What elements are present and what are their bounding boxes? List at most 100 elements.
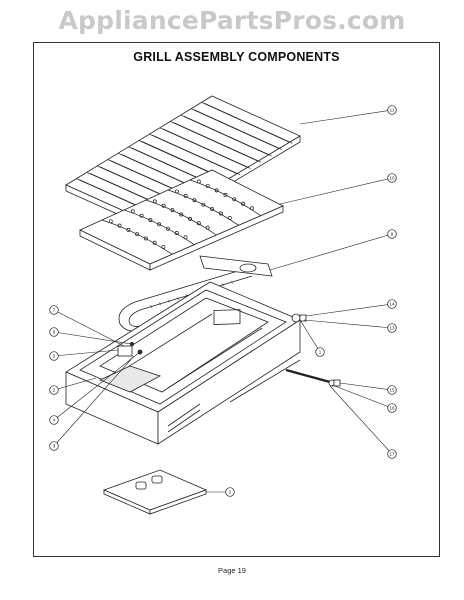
burner-port (149, 304, 153, 309)
callout-number: 10 (389, 176, 395, 181)
callout-circle (387, 105, 397, 115)
callout-left-2: 2 (49, 385, 59, 395)
callout-number: 1 (319, 350, 322, 355)
tray-hole (214, 188, 219, 193)
tray-hole (179, 212, 184, 217)
grate-bar (193, 109, 283, 150)
callout-right-center: 1 (315, 347, 325, 357)
callout-valve-15: 15 (387, 385, 397, 395)
tray-hole (157, 222, 162, 227)
callout-circle (387, 385, 397, 395)
callout-circle (49, 351, 59, 361)
callout-number: 14 (389, 302, 395, 307)
tray-hole (161, 245, 166, 249)
callout-number: 4 (53, 418, 56, 423)
grate-bar (204, 103, 293, 144)
tray-hole (196, 221, 201, 226)
callout-right-fitting-upper: 14 (387, 299, 397, 309)
leader-line-valve-16 (331, 384, 393, 409)
callout-circle (49, 385, 59, 395)
callout-circle (49, 305, 59, 315)
callout-circle (387, 403, 397, 413)
grate-bar (152, 134, 241, 176)
watermark: AppliancePartsPros.com (58, 6, 406, 35)
callout-circle (49, 327, 59, 337)
right-fitting (291, 313, 307, 323)
drip-pan (102, 469, 208, 515)
callout-right-fitting-mid: 13 (387, 323, 397, 333)
callout-number: 13 (389, 326, 395, 331)
callout-circle (387, 229, 397, 239)
tray-hole (143, 236, 148, 241)
callout-number: 9 (391, 232, 394, 237)
callout-circle (49, 415, 59, 425)
tray-hole (196, 179, 201, 184)
leader-line-burner (269, 233, 393, 271)
callout-number: 6 (53, 330, 56, 335)
tray-rib (167, 189, 239, 226)
callout-left-7: 7 (49, 305, 59, 315)
leader-line-left-6 (53, 331, 133, 345)
tray-hole (241, 201, 246, 206)
callout-circle (387, 299, 397, 309)
tray-hole (152, 240, 157, 245)
callout-burner: 9 (387, 229, 397, 239)
tray-hole (130, 209, 135, 214)
leader-line-left-4 (53, 351, 141, 421)
tray-hole (161, 203, 166, 208)
tray-hole (219, 211, 223, 216)
burner-port (158, 302, 162, 306)
callout-number: 15 (389, 388, 395, 393)
tray-hole (170, 208, 175, 213)
callout-circle (225, 487, 235, 497)
leader-line-right-center (299, 319, 321, 353)
callout-number: 7 (53, 308, 56, 313)
callout-left-6: 6 (49, 327, 59, 337)
callout-circle (387, 173, 397, 183)
leader-line-grate (299, 109, 393, 125)
callout-number: 3 (53, 444, 56, 449)
grate-bar (173, 122, 262, 163)
tray-rib (101, 219, 173, 255)
tray-hole (139, 213, 144, 218)
grate-bar (183, 115, 272, 157)
tray-hole (135, 232, 140, 237)
tray-rib (123, 209, 195, 245)
tray-hole (201, 202, 206, 207)
callout-circle (387, 323, 397, 333)
tray-hole (166, 226, 170, 231)
tray-hole (117, 223, 122, 228)
callout-number: 5 (53, 354, 56, 359)
tray-hole (205, 183, 210, 188)
tray-rib (145, 199, 217, 236)
burner-port (167, 299, 171, 303)
callout-briquette-tray: 10 (387, 173, 397, 183)
leader-line-left-3 (53, 355, 135, 447)
callout-drip-pan: 2 (225, 487, 235, 497)
tray-hole (183, 193, 188, 198)
callout-circle (49, 441, 59, 451)
tray-hole (192, 198, 197, 203)
burner-port (221, 283, 225, 287)
tray-hole (174, 231, 179, 235)
diagram-title: GRILL ASSEMBLY COMPONENTS (133, 50, 340, 64)
callout-number: 17 (389, 452, 395, 457)
tray-hole (183, 235, 188, 240)
firebox (65, 281, 301, 445)
callout-valve-16: 16 (387, 403, 397, 413)
tray-hole (108, 219, 113, 224)
tray-hole (152, 199, 157, 204)
leader-line-right-fitting-upper (305, 303, 393, 317)
callout-circle (315, 347, 325, 357)
grate-bar (162, 128, 251, 169)
leader-line-valve-15 (339, 382, 393, 391)
leader-line-right-fitting-mid (303, 319, 393, 329)
leader-line-left-5 (53, 349, 119, 357)
page-number: Page 19 (218, 566, 246, 575)
callout-number: 2 (229, 490, 232, 495)
callout-number: 11 (390, 108, 395, 113)
leader-line-briquette-tray (279, 177, 393, 205)
callout-left-5: 5 (49, 351, 59, 361)
tray-rib (189, 179, 262, 216)
